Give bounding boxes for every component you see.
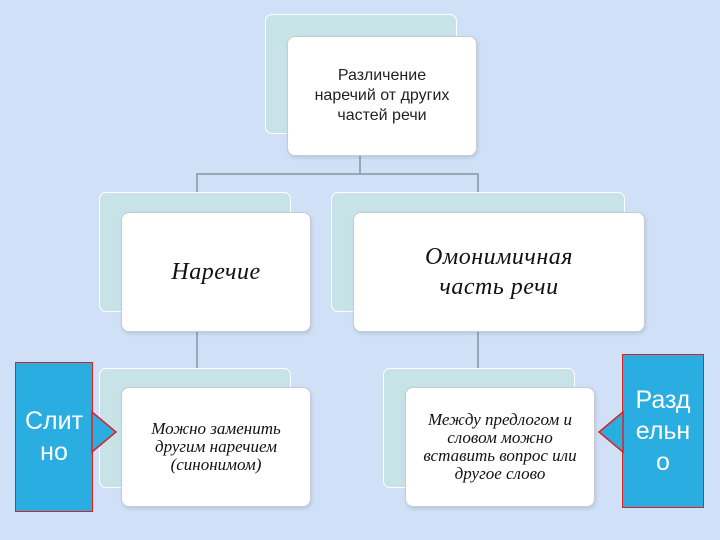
left-side-arrow-icon — [91, 410, 118, 454]
left-branch-connector — [196, 332, 198, 368]
right-branch-title: Омонимичная часть речи — [425, 244, 573, 300]
right-detail-text: Между предлогом и словом можно вставить … — [423, 410, 577, 483]
left-detail-node: Можно заменить другим наречием (синонимо… — [121, 387, 311, 507]
right-side-label-text: Разд ельн о — [635, 385, 691, 476]
left-branch-node: Наречие — [121, 212, 311, 332]
left-side-label-text: Слит но — [24, 407, 84, 466]
right-branch-connector — [477, 332, 479, 368]
root-node-text: Различение наречий от других частей речи — [314, 67, 450, 124]
left-branch-title: Наречие — [171, 259, 261, 285]
left-side-label: Слит но — [15, 362, 93, 512]
left-detail-text: Можно заменить другим наречием (синонимо… — [151, 419, 281, 474]
right-detail-node: Между предлогом и словом можно вставить … — [405, 387, 595, 507]
right-branch-node: Омонимичная часть речи — [353, 212, 645, 332]
right-side-arrow-icon — [597, 410, 624, 454]
root-node: Различение наречий от других частей речи — [287, 36, 477, 156]
root-connector-horizontal — [196, 173, 479, 175]
root-connector-vertical-center — [359, 156, 361, 174]
root-connector-vertical — [196, 174, 198, 192]
right-side-label: Разд ельн о — [622, 354, 704, 508]
root-connector-vertical-right — [477, 174, 479, 192]
